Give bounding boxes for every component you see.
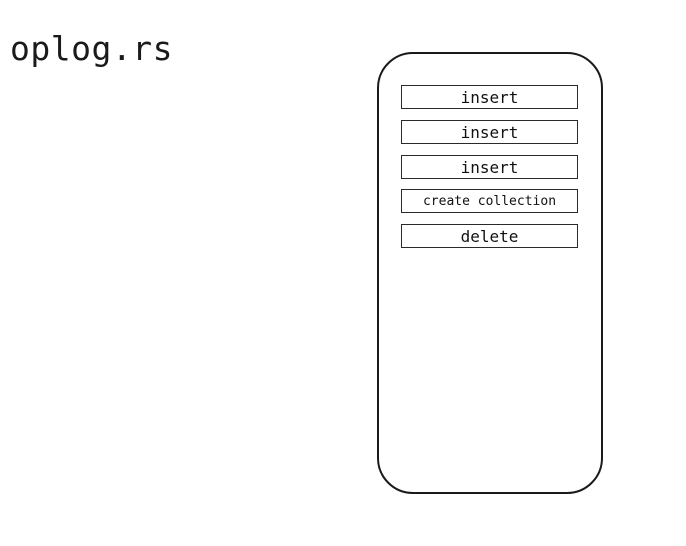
oplog-entry-delete: delete [401,224,578,248]
oplog-entry-create-collection: create collection [401,189,578,213]
oplog-collection-container [377,52,603,494]
oplog-entry-insert: insert [401,85,578,109]
oplog-entry-insert: insert [401,120,578,144]
oplog-title: oplog.rs [10,29,173,68]
oplog-entry-insert: insert [401,155,578,179]
